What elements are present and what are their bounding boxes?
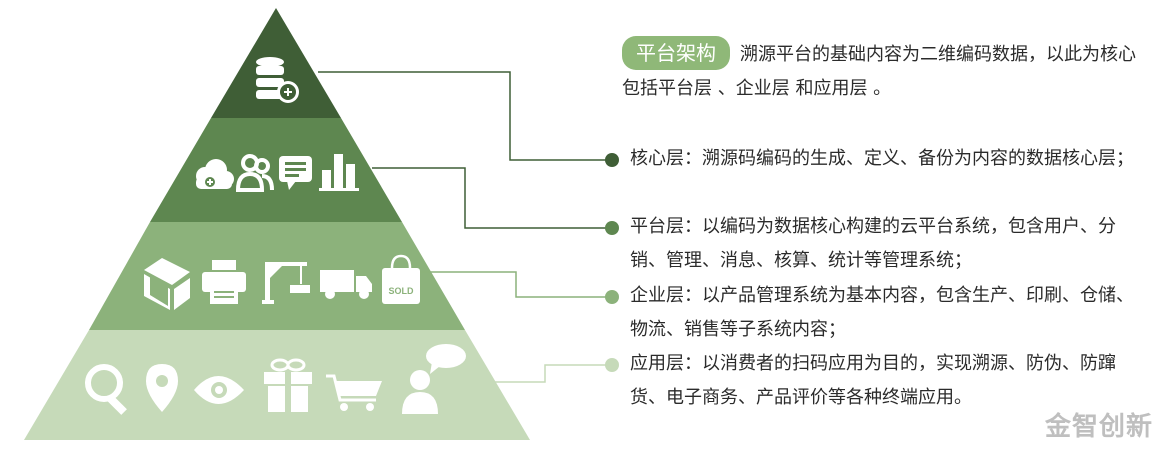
- crane-icon: [262, 262, 310, 304]
- truck-icon: [320, 270, 372, 299]
- users-icon: [235, 154, 274, 192]
- cloud-add-icon: [196, 159, 234, 189]
- brand-watermark: 金智创新: [1044, 412, 1153, 442]
- connector-platform: [372, 167, 612, 229]
- location-pin-icon: [146, 364, 178, 412]
- bag-label: SOLD: [388, 286, 414, 296]
- chat-icon: [279, 156, 312, 190]
- connector-dot-application: [605, 358, 619, 372]
- cart-icon: [326, 374, 382, 411]
- user-comment-icon: [402, 344, 466, 414]
- intro-paragraph: 平台架构溯源平台的基础内容为二维编码数据，以此为核心包括平台层 、企业层 和应用…: [622, 36, 1152, 106]
- database-add-icon: [256, 57, 299, 103]
- shopping-bag-icon: [382, 254, 420, 304]
- connector-dot-platform: [605, 221, 619, 235]
- connector-dot-enterprise: [605, 290, 619, 304]
- connector-dot-core: [605, 153, 619, 167]
- gift-icon: [264, 358, 312, 412]
- connector-enterprise: [410, 271, 612, 298]
- bar-chart-icon: [319, 154, 359, 191]
- layer-description-application: 应用层：以消费者的扫码应用为目的，实现溯源、防伪、防蹿货、电子商务、产品评价等各…: [630, 353, 1116, 408]
- connector-core: [318, 71, 612, 161]
- eye-icon: [194, 376, 244, 404]
- connector-application: [475, 364, 612, 383]
- layer-description-enterprise: 企业层：以产品管理系统为基本内容，包含生产、印刷、仓储、物流、销售等子系统内容；: [630, 285, 1134, 340]
- layer-description-core: 核心层：溯源码编码的生成、定义、备份为内容的数据核心层；: [630, 148, 1134, 169]
- layer-description-platform: 平台层：以编码为数据核心构建的云平台系统，包含用户、分销、管理、消息、核算、统计…: [630, 216, 1116, 271]
- architecture-badge: 平台架构: [622, 36, 730, 70]
- pyramid-tier-platform: [150, 118, 402, 222]
- box-icon: [144, 258, 190, 310]
- search-icon: [85, 364, 127, 415]
- intro-text: 溯源平台的基础内容为二维编码数据，以此为核心包括平台层 、企业层 和应用层 。: [622, 44, 1136, 99]
- printer-icon: [202, 260, 246, 304]
